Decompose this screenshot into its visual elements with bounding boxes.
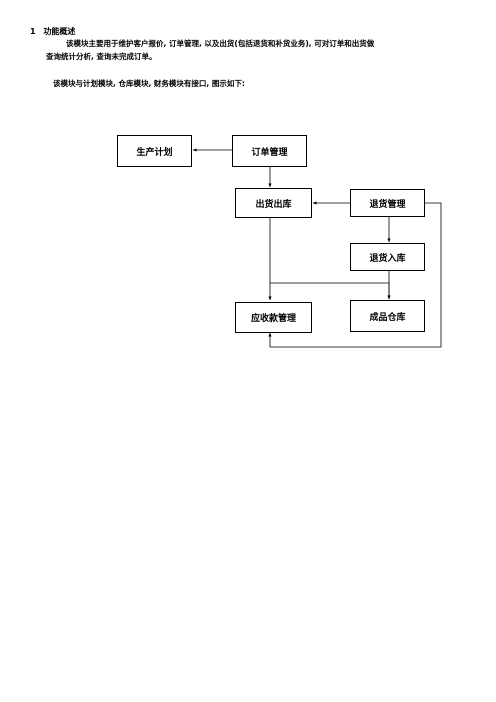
arrow-shipping-to-warehouse: [270, 282, 391, 300]
node-production-plan: 生产计划: [117, 135, 192, 167]
node-finished-goods-warehouse: 成品仓库: [350, 300, 425, 332]
node-shipping-outbound: 出货出库: [235, 188, 312, 218]
node-return-inbound: 退货入库: [350, 243, 425, 271]
intro-paragraph-line-1: 该模块主要用于维护客户报价, 订单管理, 以及出货(包括退货和补货业务), 可对…: [66, 39, 375, 48]
intro-paragraph-line-2: 查询统计分析, 查询未完成订单。: [46, 52, 157, 61]
section-number: 1: [30, 27, 36, 36]
node-receivables-management: 应收款管理: [235, 302, 312, 333]
section-heading: 1 功能概述: [30, 26, 75, 37]
node-return-management: 退货管理: [350, 189, 425, 217]
arrow-return-loop-to-receivable: [268, 202, 442, 348]
node-order-management: 订单管理: [232, 135, 307, 167]
section-title: 功能概述: [43, 27, 76, 36]
interface-paragraph: 该模块与计划模块, 仓库模块, 财务模块有接口, 图示如下:: [53, 79, 245, 88]
